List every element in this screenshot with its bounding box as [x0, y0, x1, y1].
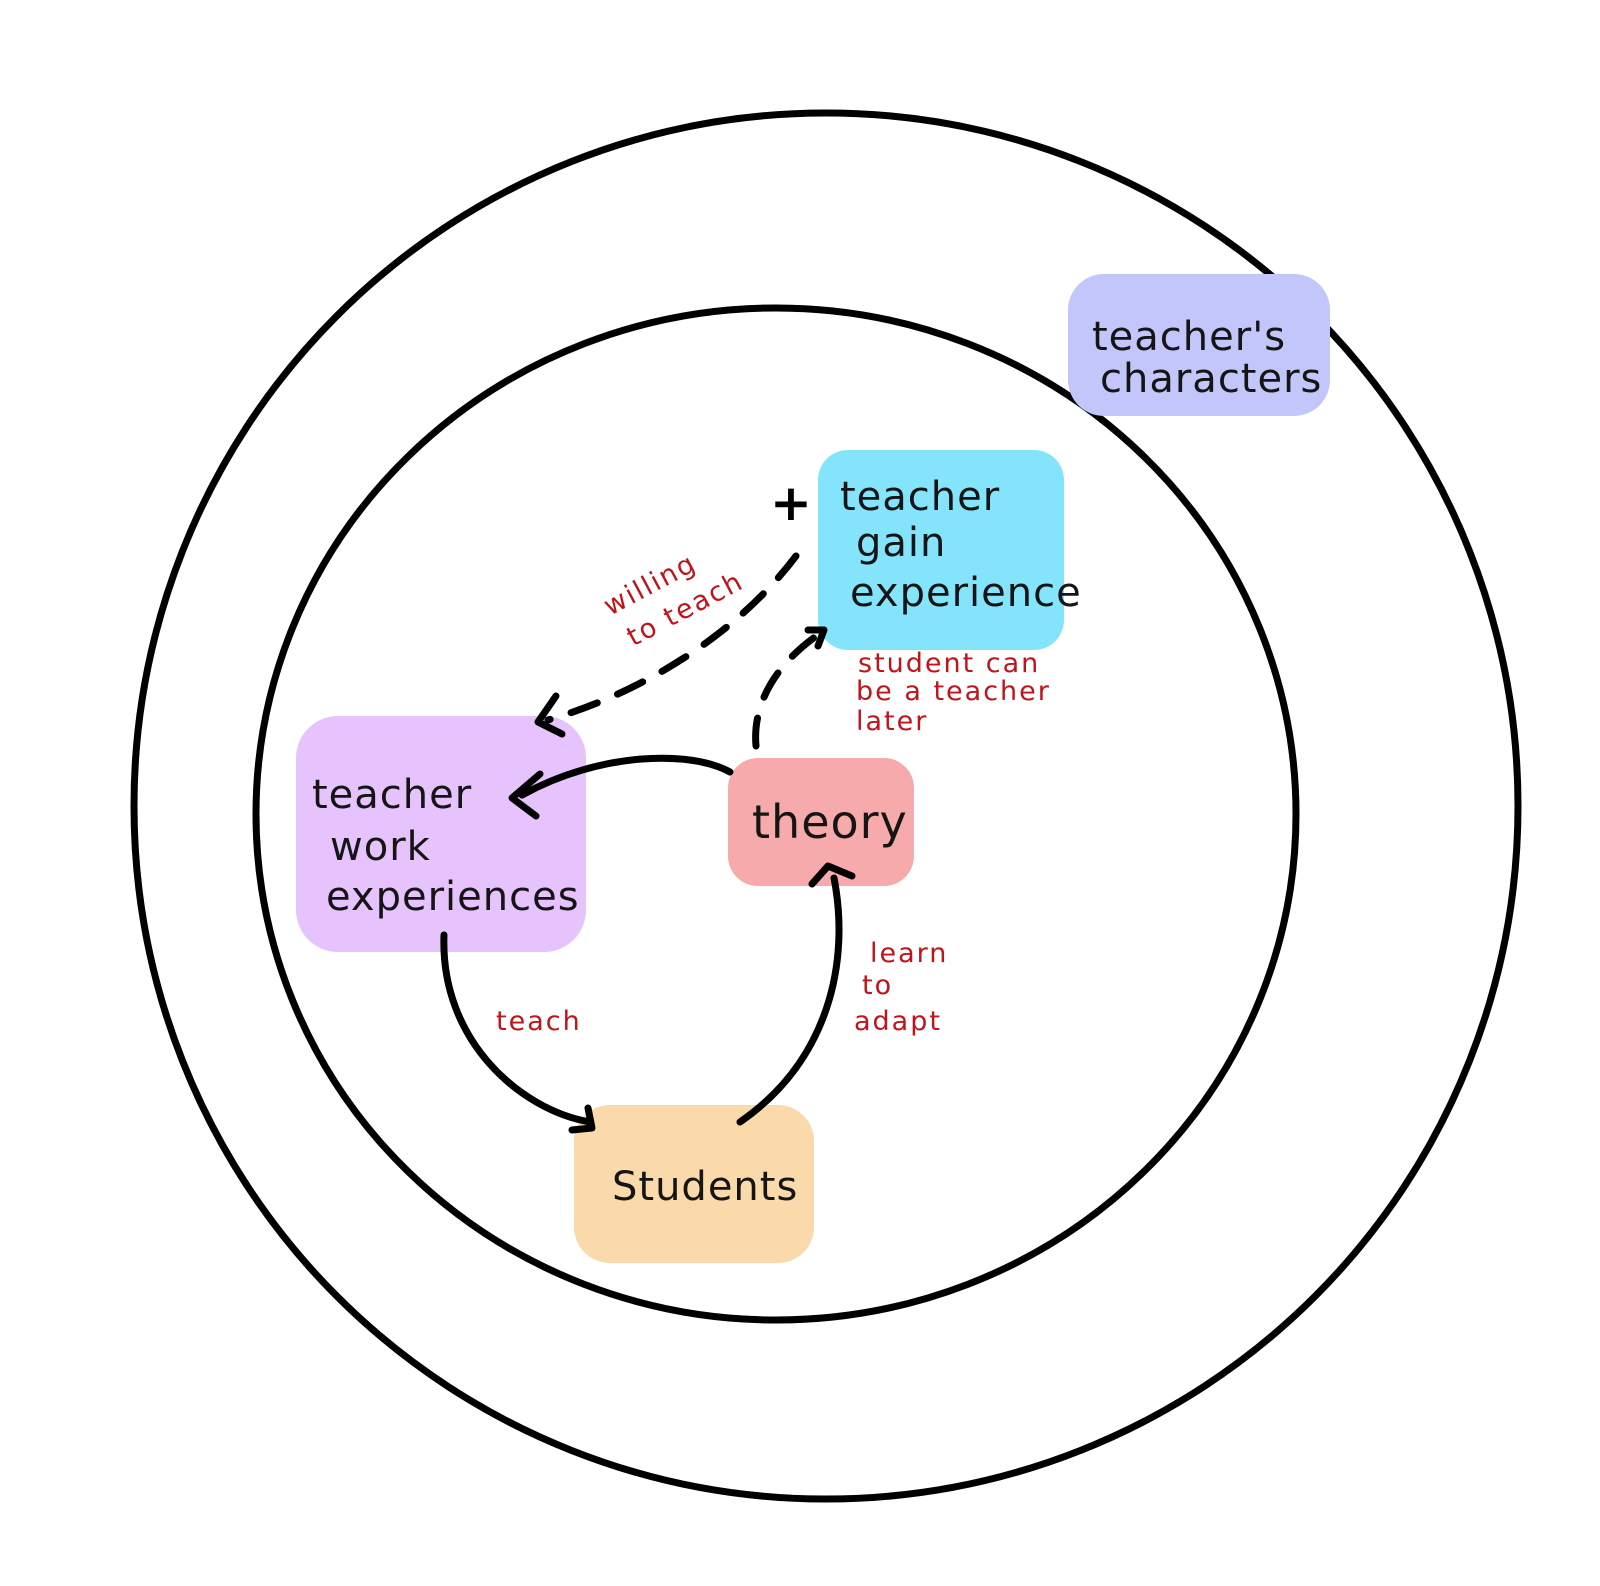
node-gain-line3: experience — [850, 570, 1082, 616]
node-gain-box — [818, 450, 1064, 650]
arrow-work-to-students-head — [568, 1104, 596, 1134]
arrow-theory-to-work — [518, 754, 734, 799]
arrow-theory-to-work-head — [508, 770, 544, 820]
node-gain-line2: gain — [856, 520, 946, 566]
label-student-teacher-line2: be a teacher — [856, 676, 1051, 707]
node-theory-box — [728, 758, 914, 886]
node-work-box — [296, 716, 586, 952]
label-teach: teach — [496, 1006, 582, 1037]
node-work-line3: experiences — [326, 874, 580, 920]
node-students-box — [574, 1105, 814, 1263]
node-characters-box — [1068, 274, 1330, 416]
node-theory-label: theory — [752, 795, 908, 849]
arrow-theory-to-gain-head — [804, 626, 828, 650]
label-willing-group: willing to teach — [599, 548, 749, 653]
arrow-gain-to-work — [544, 552, 800, 724]
node-characters-line2: characters — [1100, 356, 1322, 402]
label-student-teacher-line3: later — [856, 706, 928, 737]
node-students-label: Students — [612, 1164, 798, 1210]
arrow-students-to-theory-head — [808, 862, 856, 888]
node-work-line2: work — [330, 824, 431, 870]
label-learn-line2: to — [862, 970, 893, 1001]
plus-icon: + — [770, 474, 812, 532]
node-gain-line1: teacher — [840, 474, 1000, 520]
node-characters-line1: teacher's — [1092, 314, 1286, 360]
arrow-students-to-theory — [736, 874, 843, 1126]
label-learn-line1: learn — [870, 938, 948, 969]
outer-ring — [130, 109, 1522, 1503]
node-work-line1: teacher — [312, 772, 472, 818]
label-student-teacher-line1: student can — [858, 648, 1040, 679]
arrow-gain-to-work-head — [534, 692, 566, 738]
label-learn-line3: adapt — [854, 1006, 942, 1037]
arrow-work-to-students — [440, 931, 594, 1126]
inner-ring — [252, 304, 1300, 1324]
arrow-theory-to-gain — [752, 628, 826, 750]
